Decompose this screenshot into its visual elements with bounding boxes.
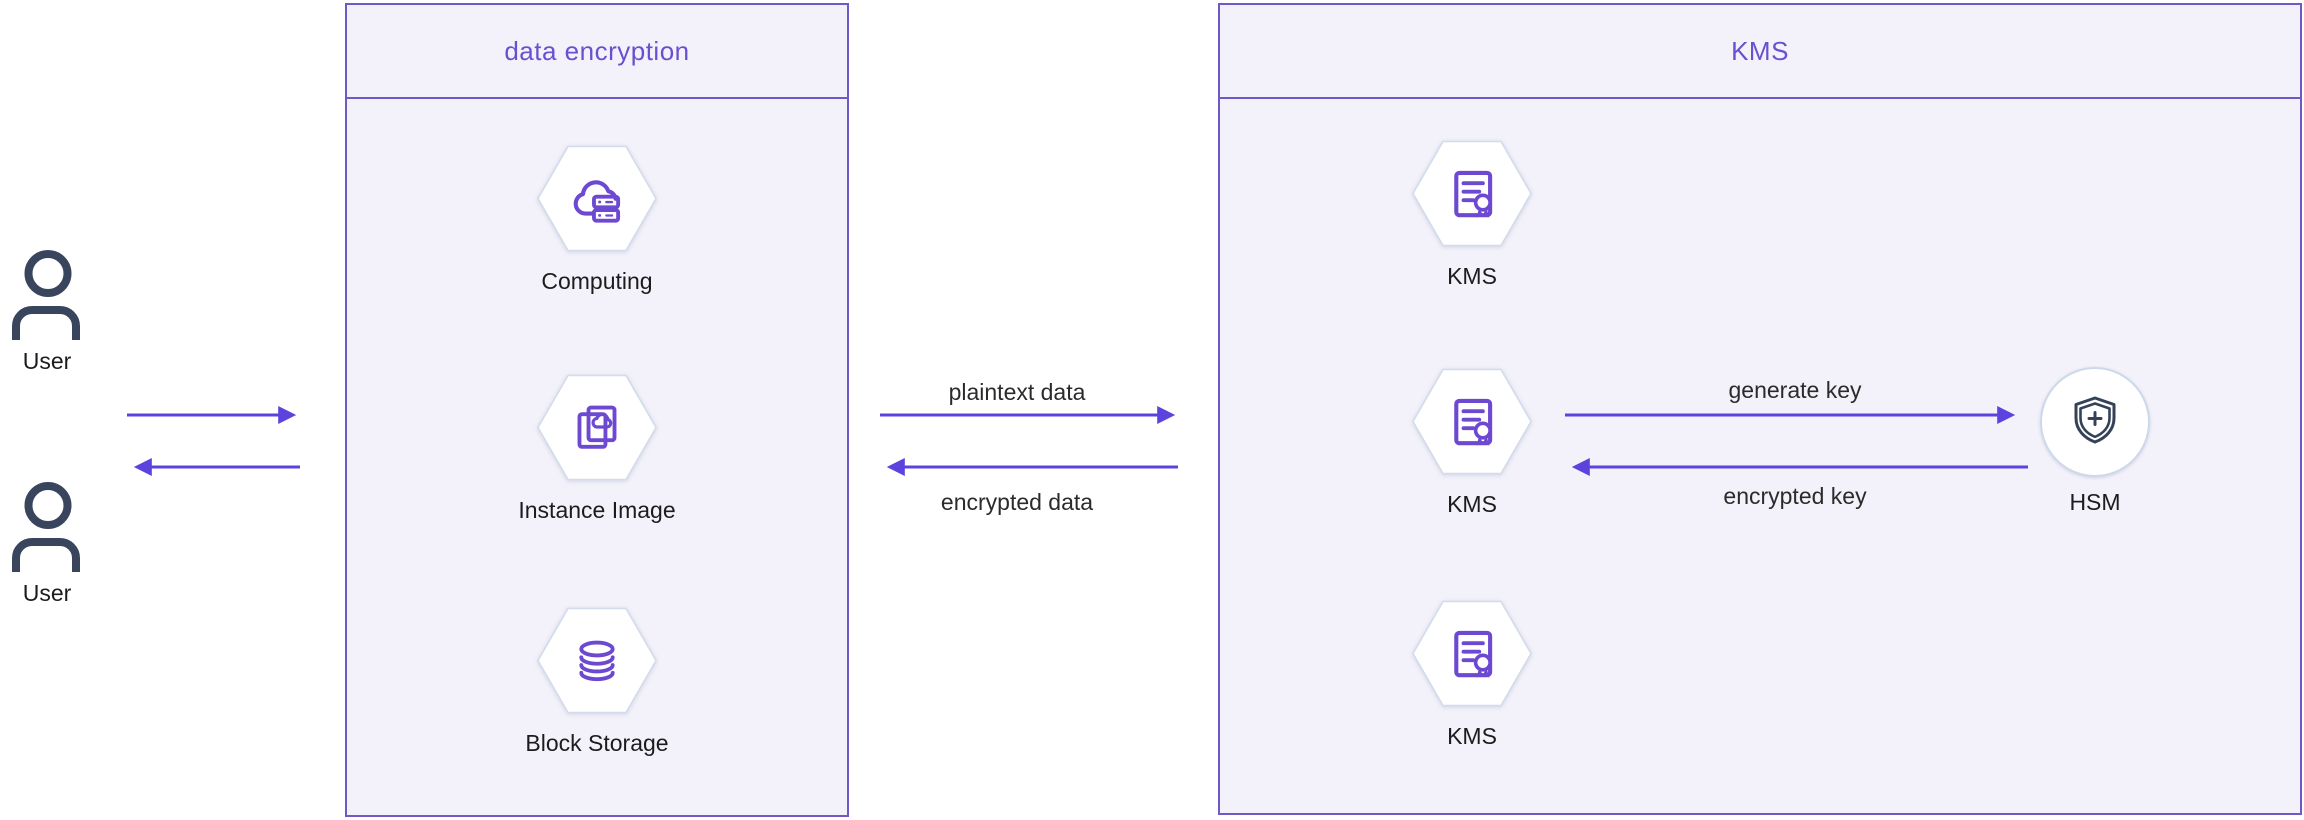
node-computing: Computing [537, 145, 657, 295]
node-label: Block Storage [525, 730, 669, 756]
hsm-circle [2040, 367, 2150, 477]
node-kms-2: KMS [1412, 368, 1532, 518]
data-encryption-header: data encryption [347, 5, 847, 99]
node-label: KMS [1447, 491, 1497, 517]
computing-icon [537, 145, 657, 252]
kms-certificate-icon [1412, 140, 1532, 247]
node-label: User [22, 580, 72, 606]
node-label: User [22, 348, 72, 374]
node-user-1: User [8, 250, 86, 375]
kms-certificate-icon [1412, 600, 1532, 707]
node-kms-1: KMS [1412, 140, 1532, 290]
node-user-2: User [8, 482, 86, 607]
kms-certificate-icon [1412, 368, 1532, 475]
node-label: Instance Image [518, 497, 676, 523]
node-kms-3: KMS [1412, 600, 1532, 750]
node-label: KMS [1447, 263, 1497, 289]
flow-label-encrypted-key: encrypted key [1723, 483, 1867, 509]
node-hsm: HSM [2040, 367, 2150, 516]
hsm-shield-icon [2074, 396, 2116, 444]
flow-label-encrypted: encrypted data [940, 489, 1094, 515]
node-block-storage: Block Storage [525, 607, 669, 757]
flow-label-plaintext: plaintext data [948, 379, 1086, 405]
kms-box: KMS [1218, 3, 2302, 815]
node-label: HSM [2069, 489, 2121, 515]
box-title: data encryption [504, 35, 690, 66]
node-instance-image: Instance Image [518, 374, 676, 524]
box-title: KMS [1731, 35, 1789, 66]
node-label: Computing [541, 268, 653, 294]
block-storage-icon [537, 607, 657, 714]
kms-header: KMS [1220, 5, 2300, 99]
node-label: KMS [1447, 723, 1497, 749]
user-icon [12, 482, 80, 572]
user-icon [12, 250, 80, 340]
instance-image-icon [537, 374, 657, 481]
flow-label-generate-key: generate key [1728, 377, 1862, 403]
